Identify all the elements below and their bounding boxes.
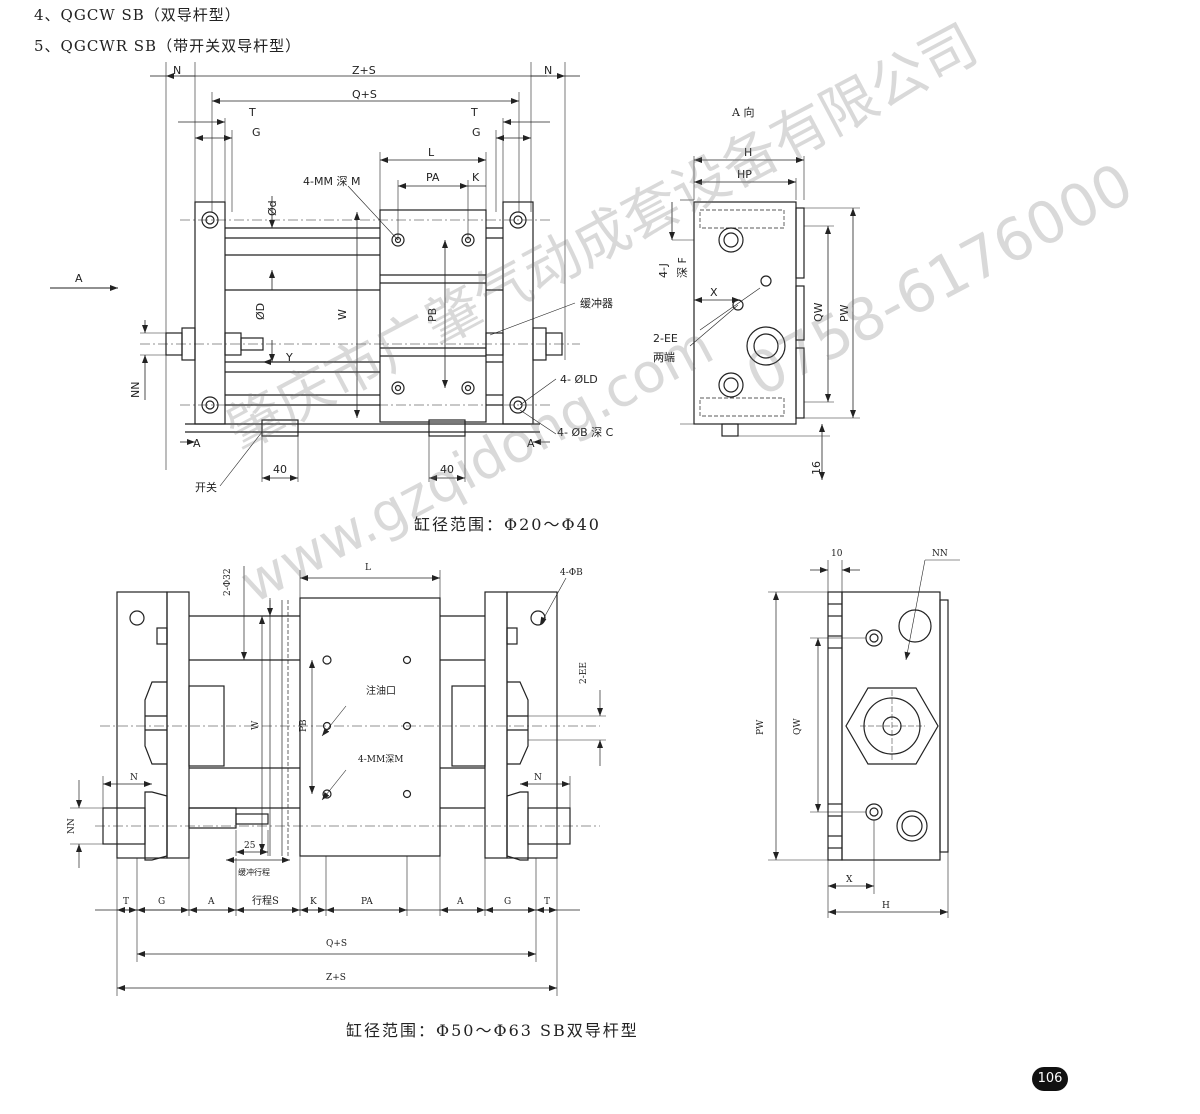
label-bv-pw: PW xyxy=(756,719,766,735)
heading-qgcw: 4、QGCW SB（双导杆型） xyxy=(34,6,241,24)
label-phi32: 2-Φ32 xyxy=(223,568,233,596)
label-b-t-left: T xyxy=(123,897,129,907)
label-b-pa: PA xyxy=(361,897,373,907)
label-y: Y xyxy=(285,351,293,364)
caption-top-bore-range: 缸径范围：Φ20～Φ40 xyxy=(414,515,601,534)
label-b-k: K xyxy=(310,897,317,907)
label-k: K xyxy=(472,171,480,184)
label-bv-qw: QW xyxy=(793,718,803,735)
label-b-z-plus-s: Z+S xyxy=(326,973,346,983)
label-view-a: A 向 xyxy=(731,105,754,119)
label-switch: 开关 xyxy=(195,480,217,494)
label-nn: NN xyxy=(129,382,142,398)
label-t-left: T xyxy=(248,106,256,119)
label-ld: 4- ØLD xyxy=(560,373,598,386)
label-l: L xyxy=(428,146,435,159)
label-stroke-s: 行程S xyxy=(252,894,279,907)
label-hp: HP xyxy=(737,168,752,181)
label-b-t-right: T xyxy=(544,897,550,907)
label-b-a-right: A xyxy=(456,897,464,907)
label-b-mm: 4-MM深M xyxy=(358,754,403,765)
label-b-a-left: A xyxy=(207,897,215,907)
top-front-view-labels: N Z+S N Q+S T T G G L PA K 4-MM 深 M Ød Ø… xyxy=(75,64,614,494)
label-b-pb: PB xyxy=(299,719,309,732)
label-16: 16 xyxy=(810,461,823,475)
label-x: X xyxy=(710,286,718,299)
label-t-right: T xyxy=(470,106,478,119)
label-40-right: 40 xyxy=(440,463,454,476)
caption-bottom-bore-range: 缸径范围：Φ50～Φ63 SB双导杆型 xyxy=(346,1021,639,1040)
label-qw: QW xyxy=(812,302,825,322)
label-25: 25 xyxy=(244,841,256,851)
bottom-side-view xyxy=(768,559,960,918)
label-n-right: N xyxy=(544,64,552,77)
label-bv-h: H xyxy=(882,901,890,911)
label-bv-x: X xyxy=(846,875,853,885)
page-number-badge: 106 xyxy=(1032,1067,1068,1091)
top-side-view xyxy=(669,156,860,480)
label-4-phib: 4-ΦB xyxy=(560,568,583,578)
label-h: H xyxy=(744,146,752,159)
label-oil-port: 注油口 xyxy=(366,684,396,697)
label-b-n-left: N xyxy=(130,773,138,783)
label-pa: PA xyxy=(426,171,440,184)
label-g-right: G xyxy=(472,126,481,139)
label-b-nn: NN xyxy=(67,818,77,834)
label-10: 10 xyxy=(831,549,843,559)
label-both-ends: 两端 xyxy=(653,351,675,364)
label-z-plus-s: Z+S xyxy=(352,64,376,77)
label-q-plus-s: Q+S xyxy=(352,88,377,101)
label-w: W xyxy=(336,309,349,320)
bottom-side-view-labels: 10 NN PW QW X H xyxy=(756,549,948,911)
label-b-l: L xyxy=(365,563,371,573)
bottom-front-view-labels: L 2-Φ32 4-ΦB 2-EE 注油口 4-MM深M W PB N N NN… xyxy=(67,563,589,983)
label-b-g-right: G xyxy=(504,897,511,907)
label-b-g-left: G xyxy=(158,897,165,907)
heading-qgcwr: 5、QGCWR SB（带开关双导杆型） xyxy=(34,37,302,55)
label-pw: PW xyxy=(838,304,851,322)
label-mm: 4-MM 深 M xyxy=(303,175,360,188)
top-front-view xyxy=(50,62,580,487)
label-d: Ød xyxy=(266,200,279,216)
label-b-depth: 4- ØB 深 C xyxy=(557,426,614,439)
label-bv-nn: NN xyxy=(932,549,948,559)
label-4j: 4-J xyxy=(657,263,670,278)
label-2ee: 2-EE xyxy=(653,332,678,345)
label-deep-f: 深 F xyxy=(676,257,689,278)
top-side-view-labels: A 向 H HP 4-J 深 F X 2-EE 两端 QW PW 16 xyxy=(653,105,851,475)
label-buffer-stroke: 缓冲行程 xyxy=(238,867,270,877)
label-b-w: W xyxy=(251,720,261,730)
label-g-left: G xyxy=(252,126,261,139)
label-a-left: A xyxy=(193,437,201,450)
label-n-left: N xyxy=(173,64,181,77)
label-b-n-right: N xyxy=(534,773,542,783)
label-b-2ee: 2-EE xyxy=(579,662,589,684)
bottom-front-view xyxy=(70,566,606,996)
label-40-left: 40 xyxy=(273,463,287,476)
label-buffer: 缓冲器 xyxy=(580,296,613,310)
label-pb: PB xyxy=(426,308,439,322)
label-b-q-plus-s: Q+S xyxy=(326,939,347,949)
label-big-d: ØD xyxy=(254,303,267,320)
label-view-arrow-a: A xyxy=(75,272,83,285)
label-a-right: A xyxy=(527,437,535,450)
